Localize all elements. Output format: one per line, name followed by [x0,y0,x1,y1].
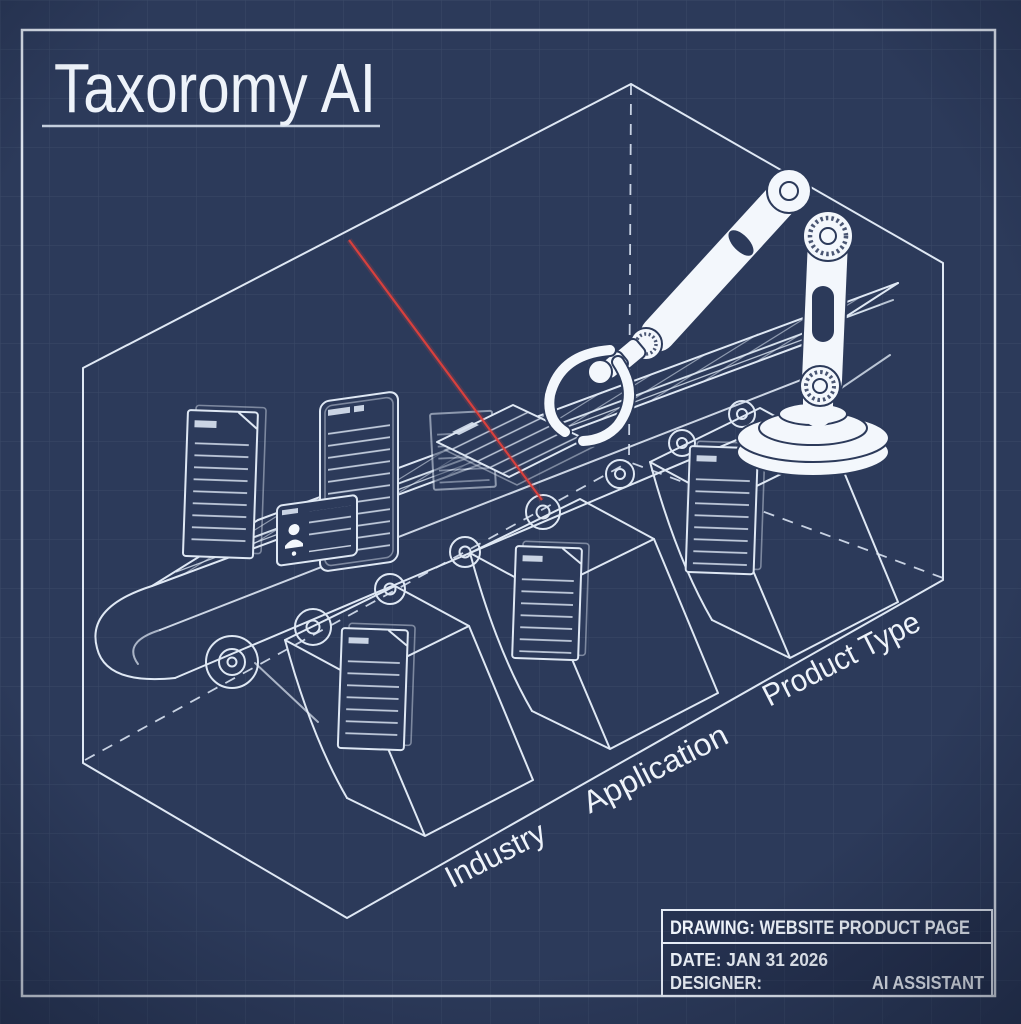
vignette-overlay [0,0,1021,1024]
blueprint-canvas: Taxoromy AI Industry Application Product… [0,0,1021,1024]
blueprint-illustration: Taxoromy AI Industry Application Product… [0,0,1021,1024]
